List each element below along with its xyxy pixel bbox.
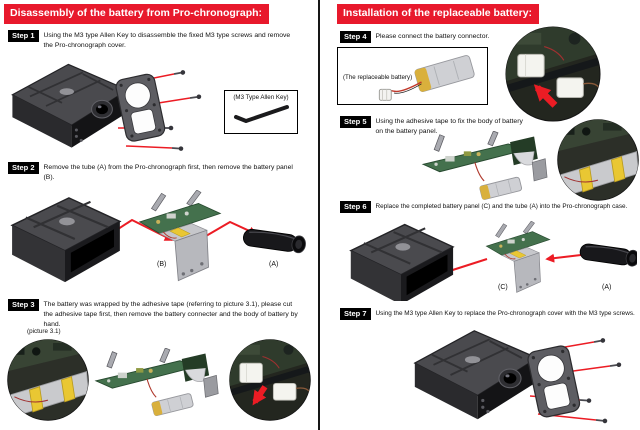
step-1-text: Using the M3 type Allen Key to disassemb… (43, 32, 291, 49)
step-1-badge: Step 1 (8, 30, 39, 42)
battery-pack-icon (378, 53, 476, 102)
step-3: Step 3 The battery was wrapped by the ad… (8, 299, 310, 330)
step-7: Step 7 Using the M3 type Allen Key to re… (340, 308, 638, 320)
allen-key-callout: (M3 Type Allen Key) (224, 90, 298, 134)
step-6-illustration (349, 221, 637, 301)
step-7-text: Using the M3 type Allen Key to replace t… (375, 310, 635, 317)
step-1: Step 1 Using the M3 type Allen Key to di… (8, 30, 310, 51)
cover-plate-icon (114, 72, 167, 144)
step-6-text: Replace the completed battery panel (C) … (375, 203, 628, 210)
panel-c-label: (C) (498, 284, 508, 291)
cover-plate-icon (525, 343, 582, 420)
battery-panel-icon (485, 221, 551, 293)
step-3-badge: Step 3 (8, 299, 39, 311)
taped-battery-icon (6, 338, 90, 420)
step-6-badge: Step 6 (340, 201, 371, 213)
step-4: Step 4 Please connect the battery connec… (340, 31, 520, 43)
picture-3-1-caption: (picture 3.1) (27, 328, 61, 335)
step-1-illustration (11, 63, 202, 151)
screw-icon (579, 338, 622, 424)
step-4-badge: Step 4 (340, 31, 371, 43)
chronograph-device-icon (349, 223, 455, 301)
tube-icon (578, 242, 637, 268)
right-section-header: Installation of the replaceable battery: (337, 4, 540, 24)
step-5-text: Using the adhesive tape to fix the body … (375, 118, 523, 135)
picture-3-1-photo (6, 337, 90, 423)
replaceable-battery-callout: (The replaceable battery) (337, 47, 488, 105)
chronograph-device-icon (11, 63, 129, 149)
allen-key-caption: (M3 Type Allen Key) (233, 94, 289, 101)
step-3-panel-illustration (95, 348, 219, 417)
tube-icon (241, 227, 308, 255)
step-3-connector-photo (228, 337, 312, 423)
step-2-text: Remove the tube (A) from the Pro-chronog… (43, 164, 293, 181)
step-4-connector-photo (504, 25, 602, 123)
left-section-header: Disassembly of the battery from Pro-chro… (4, 4, 270, 24)
step-7-illustration (413, 329, 622, 424)
step-2: Step 2 Remove the tube (A) from the Pro-… (8, 162, 314, 183)
red-arrow-icon (205, 220, 258, 237)
step-6: Step 6 Replace the completed battery pan… (340, 201, 638, 213)
tube-a-label-2: (A) (602, 284, 612, 291)
panel-b-label: (B) (157, 261, 167, 268)
screw-icon (162, 70, 202, 151)
red-arrow-icon (545, 253, 582, 263)
connector-icon (228, 338, 312, 420)
tube-a-label: (A) (269, 261, 279, 268)
step-5-badge: Step 5 (340, 116, 371, 128)
chronograph-device-icon (10, 196, 121, 284)
step-2-badge: Step 2 (8, 162, 39, 174)
taped-battery-icon (556, 118, 640, 200)
column-divider (318, 0, 320, 430)
step-5: Step 5 Using the adhesive tape to fix th… (340, 116, 530, 137)
step-7-badge: Step 7 (340, 308, 371, 320)
step-5-panel-illustration (422, 131, 548, 201)
step-3-text: The battery was wrapped by the adhesive … (43, 301, 298, 328)
chronograph-device-icon (413, 329, 539, 421)
step-4-text: Please connect the battery connector. (375, 33, 490, 40)
battery-panel-icon (422, 131, 548, 201)
battery-panel-icon (95, 348, 219, 417)
step-2-illustration (10, 190, 308, 284)
step-5-tape-photo (556, 117, 640, 203)
red-arrow-icon (533, 84, 558, 108)
replaceable-battery-caption: (The replaceable battery) (343, 74, 413, 81)
allen-key-icon (234, 105, 289, 123)
red-arrow-icon (252, 385, 268, 406)
